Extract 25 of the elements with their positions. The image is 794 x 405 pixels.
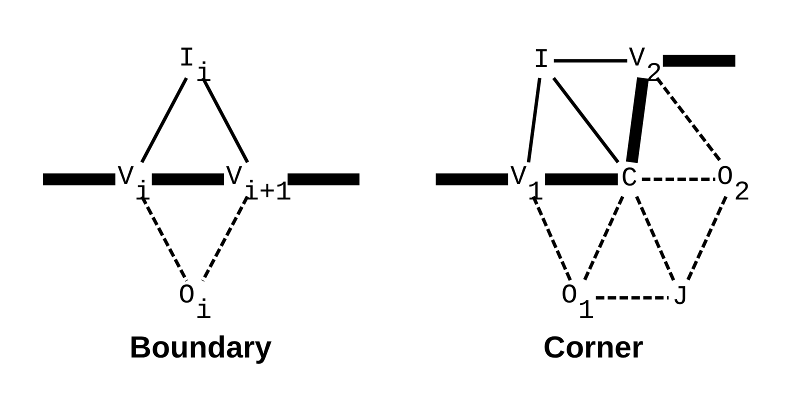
connector — [656, 76, 723, 163]
node-text: C — [621, 163, 638, 194]
connector — [288, 172, 360, 185]
connector — [532, 195, 572, 281]
connector — [140, 76, 188, 163]
connector — [642, 177, 716, 180]
connector — [635, 195, 676, 281]
connector — [554, 58, 628, 62]
connector — [201, 76, 250, 163]
label: Boundary — [130, 330, 272, 364]
connector — [686, 195, 728, 282]
connector — [545, 172, 618, 185]
connector — [596, 296, 669, 299]
connector — [436, 172, 508, 185]
node-text: I — [533, 44, 550, 76]
connector — [201, 195, 249, 282]
label: Corner — [543, 330, 644, 364]
connector — [662, 54, 736, 66]
connector — [526, 77, 542, 162]
connector — [626, 76, 649, 163]
node-text: J — [672, 282, 688, 313]
connector — [43, 172, 116, 185]
connector — [140, 195, 188, 282]
connector — [552, 76, 620, 163]
connector — [582, 195, 624, 282]
